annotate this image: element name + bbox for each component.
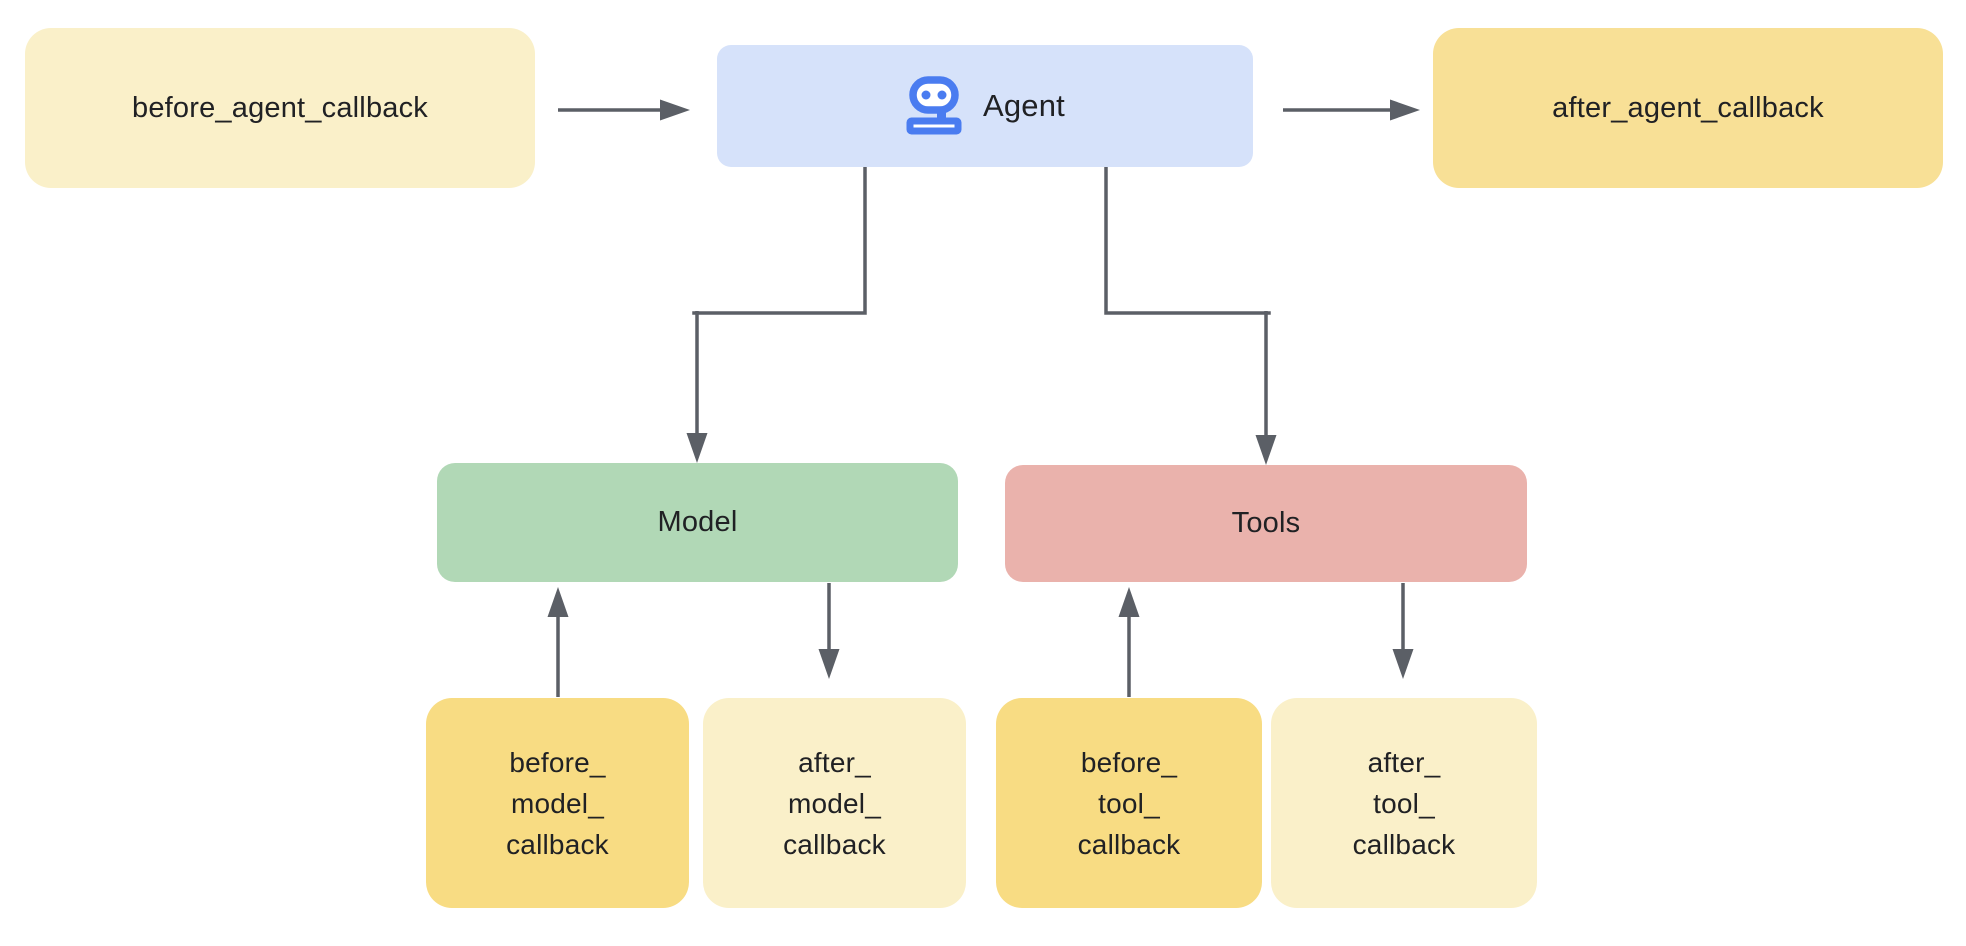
node-label-line: callback bbox=[783, 828, 886, 860]
node-label-line: tool_ bbox=[1098, 787, 1160, 819]
node-label-line: model_ bbox=[787, 787, 882, 819]
arrowhead-right-2 bbox=[1390, 99, 1420, 121]
node-label: after_agent_callback bbox=[1552, 91, 1824, 124]
arrowhead-down-after-model bbox=[818, 649, 840, 679]
arrowhead-up-before-model bbox=[547, 587, 569, 617]
node-label: Tools bbox=[1231, 507, 1301, 539]
node-tools: Tools bbox=[1005, 465, 1527, 582]
node-label-line: callback bbox=[506, 828, 609, 860]
node-label-line: model_ bbox=[510, 787, 605, 819]
node-model: Model bbox=[437, 463, 958, 582]
node-label-line: after_ bbox=[1367, 746, 1441, 778]
node-before-agent-callback: before_agent_callback bbox=[25, 28, 535, 188]
node-label-line: tool_ bbox=[1373, 787, 1435, 819]
robot-icon bbox=[906, 76, 962, 135]
arrowhead-down-after-tool bbox=[1392, 649, 1414, 679]
arrowhead-right-1 bbox=[660, 99, 690, 121]
arrowhead-down-tools bbox=[1255, 435, 1277, 465]
node-before-model-callback: before_ model_ callback bbox=[426, 698, 689, 908]
node-label-line: after_ bbox=[798, 746, 871, 778]
node-label-line: callback bbox=[1077, 828, 1181, 860]
node-label: Agent bbox=[982, 88, 1065, 123]
arrowhead-up-before-tool bbox=[1118, 587, 1140, 617]
node-label: before_agent_callback bbox=[131, 91, 429, 124]
node-after-model-callback: after_ model_ callback bbox=[703, 698, 966, 908]
node-after-agent-callback: after_agent_callback bbox=[1433, 28, 1943, 188]
node-after-tool-callback: after_ tool_ callback bbox=[1271, 698, 1537, 908]
node-before-tool-callback: before_ tool_ callback bbox=[996, 698, 1262, 908]
node-label-line: callback bbox=[1352, 828, 1456, 860]
edge-agent-to-model-elbow bbox=[692, 165, 867, 315]
arrowhead-down-model bbox=[686, 433, 708, 463]
node-label-line: before_ bbox=[509, 746, 606, 778]
node-label: Model bbox=[657, 506, 738, 538]
edge-agent-to-tools-elbow bbox=[1104, 165, 1271, 315]
node-label-line: before_ bbox=[1080, 746, 1178, 778]
node-agent: Agent bbox=[717, 45, 1253, 167]
